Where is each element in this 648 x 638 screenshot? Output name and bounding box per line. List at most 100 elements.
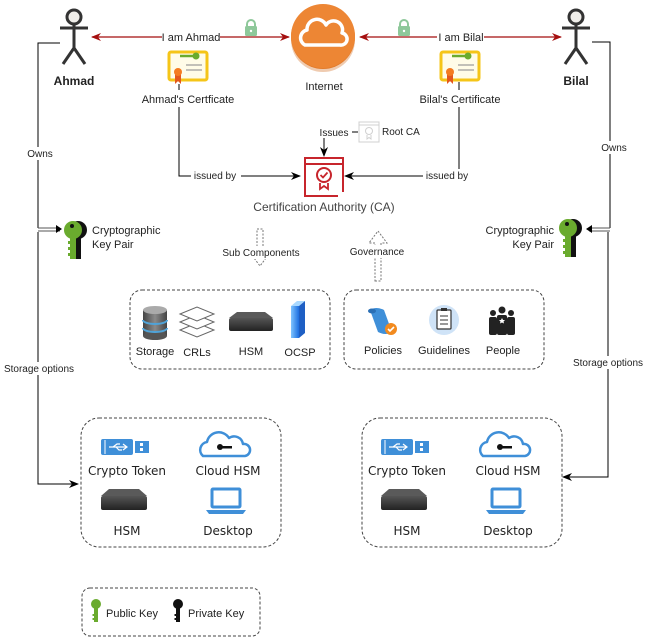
actor-name: Ahmad bbox=[54, 74, 95, 88]
legend: Public Key Private Key bbox=[81, 587, 261, 637]
root-ca-label: Root CA bbox=[382, 127, 420, 138]
connection-bilal-internet: I am Bilal bbox=[359, 19, 562, 44]
connection-label: I am Ahmad bbox=[162, 32, 221, 44]
storage-option-crypto-token[interactable]: Crypto Token bbox=[88, 439, 166, 478]
private-key-icon bbox=[173, 599, 183, 622]
owns-label: Owns bbox=[601, 143, 627, 154]
issues-connector: Issues bbox=[318, 126, 358, 157]
sub-component-label: HSM bbox=[239, 346, 263, 358]
connection-label: I am Bilal bbox=[438, 32, 483, 44]
storage-option-hsm[interactable]: HSM bbox=[101, 489, 147, 538]
cloud-icon bbox=[298, 17, 349, 47]
certificate-bilal[interactable]: Bilal's Certificate bbox=[420, 50, 501, 106]
key-pair-icon bbox=[64, 221, 87, 259]
legend-public-key: Public Key bbox=[91, 599, 158, 622]
storage-option-label: Desktop bbox=[203, 524, 253, 538]
cloud-key-icon bbox=[198, 431, 252, 458]
storage-option-label: Crypto Token bbox=[368, 464, 446, 478]
stick-figure-icon bbox=[60, 8, 88, 65]
storage-option-crypto-token[interactable]: Crypto Token bbox=[368, 439, 446, 478]
hsm-device-icon bbox=[101, 489, 147, 510]
public-key-icon bbox=[91, 599, 101, 622]
sub-components-label: Sub Components bbox=[222, 248, 299, 259]
key-pair-right[interactable]: Cryptographic Key Pair bbox=[486, 219, 582, 257]
issued-by-label: issued by bbox=[194, 171, 236, 182]
governance-label: Governance bbox=[350, 247, 405, 258]
sub-component-label: CRLs bbox=[183, 347, 211, 359]
root-ca-certificate-icon bbox=[358, 121, 380, 143]
internet-node[interactable]: Internet bbox=[291, 4, 355, 93]
key-pair-left[interactable]: Cryptographic Key Pair bbox=[64, 221, 161, 259]
storage-option-label: Crypto Token bbox=[88, 464, 166, 478]
storage-option-label: Desktop bbox=[483, 524, 533, 538]
issued-by-label: issued by bbox=[426, 171, 468, 182]
ca-certificate-icon bbox=[304, 157, 346, 198]
storage-option-label: HSM bbox=[394, 524, 421, 538]
governance-policies[interactable]: Policies bbox=[364, 308, 402, 357]
governance-guidelines[interactable]: Guidelines bbox=[418, 305, 470, 357]
issued-by-connector-left: issued by bbox=[178, 107, 301, 182]
internet-label: Internet bbox=[305, 81, 342, 93]
sub-component-label: Storage bbox=[136, 346, 175, 358]
storage-option-desktop[interactable]: Desktop bbox=[203, 487, 253, 538]
laptop-icon bbox=[486, 487, 526, 514]
owns-label: Owns bbox=[27, 149, 53, 160]
sub-components-arrow: Sub Components bbox=[216, 228, 308, 267]
key-pair-label: Key Pair bbox=[92, 239, 134, 251]
storage-options-label: Storage options bbox=[4, 364, 74, 375]
certificate-label: Ahmad's Certficate bbox=[142, 94, 235, 106]
sub-component-storage[interactable]: Storage bbox=[136, 306, 175, 358]
layers-icon bbox=[178, 306, 216, 338]
sub-component-crls[interactable]: CRLs bbox=[178, 306, 216, 359]
storage-options-right: Crypto Token Cloud HSM HSM Desktop bbox=[361, 417, 563, 548]
lock-icon bbox=[398, 19, 410, 36]
actor-bilal[interactable]: Bilal bbox=[562, 8, 590, 88]
storage-option-cloud-hsm[interactable]: Cloud HSM bbox=[475, 431, 541, 478]
storage-option-hsm[interactable]: HSM bbox=[381, 489, 427, 538]
cloud-key-icon bbox=[478, 431, 532, 458]
actor-name: Bilal bbox=[563, 74, 588, 88]
sub-components-group: Storage CRLs HSM OCSP bbox=[129, 289, 331, 370]
certification-authority[interactable]: Certification Authority (CA) bbox=[253, 157, 395, 214]
storage-options-left: Crypto Token Cloud HSM HSM Desktop bbox=[80, 417, 282, 548]
storage-options-label: Storage options bbox=[573, 358, 643, 369]
legend-label: Public Key bbox=[106, 608, 158, 620]
issues-label: Issues bbox=[320, 128, 349, 139]
storage-option-cloud-hsm[interactable]: Cloud HSM bbox=[195, 431, 261, 478]
sub-component-ocsp[interactable]: OCSP bbox=[284, 301, 316, 359]
people-group-icon bbox=[489, 306, 515, 335]
stick-figure-icon bbox=[562, 8, 590, 65]
sub-component-hsm[interactable]: HSM bbox=[229, 312, 273, 358]
certificate-icon bbox=[167, 50, 209, 84]
key-pair-icon bbox=[559, 219, 582, 257]
actor-ahmad[interactable]: Ahmad bbox=[54, 8, 95, 88]
storage-option-label: Cloud HSM bbox=[475, 464, 540, 478]
usb-token-icon bbox=[381, 439, 429, 455]
governance-label: Guidelines bbox=[418, 345, 470, 357]
governance-people[interactable]: People bbox=[486, 306, 520, 358]
governance-label: People bbox=[486, 345, 520, 357]
governance-group: Policies Guidelines P bbox=[343, 289, 545, 370]
owns-connector-right: Owns bbox=[586, 41, 630, 233]
database-icon bbox=[142, 306, 168, 340]
certificate-label: Bilal's Certificate bbox=[420, 94, 501, 106]
legend-private-key: Private Key bbox=[173, 599, 245, 622]
storage-option-desktop[interactable]: Desktop bbox=[483, 487, 533, 538]
connection-ahmad-internet: I am Ahmad bbox=[91, 19, 290, 44]
laptop-icon bbox=[206, 487, 246, 514]
storage-option-label: HSM bbox=[114, 524, 141, 538]
sub-component-label: OCSP bbox=[284, 347, 315, 359]
clipboard-icon bbox=[429, 305, 459, 335]
key-pair-label: Key Pair bbox=[512, 239, 554, 251]
storage-connector-left: Storage options bbox=[0, 232, 79, 488]
certificate-ahmad[interactable]: Ahmad's Certficate bbox=[142, 50, 235, 106]
issued-by-connector-right: issued by bbox=[344, 107, 473, 182]
governance-label: Policies bbox=[364, 345, 402, 357]
hsm-device-icon bbox=[381, 489, 427, 510]
key-pair-label: Cryptographic bbox=[92, 225, 161, 237]
usb-token-icon bbox=[101, 439, 149, 455]
storage-connector-right: Storage options bbox=[562, 232, 647, 481]
legend-label: Private Key bbox=[188, 608, 245, 620]
root-ca[interactable]: Root CA bbox=[358, 121, 420, 143]
